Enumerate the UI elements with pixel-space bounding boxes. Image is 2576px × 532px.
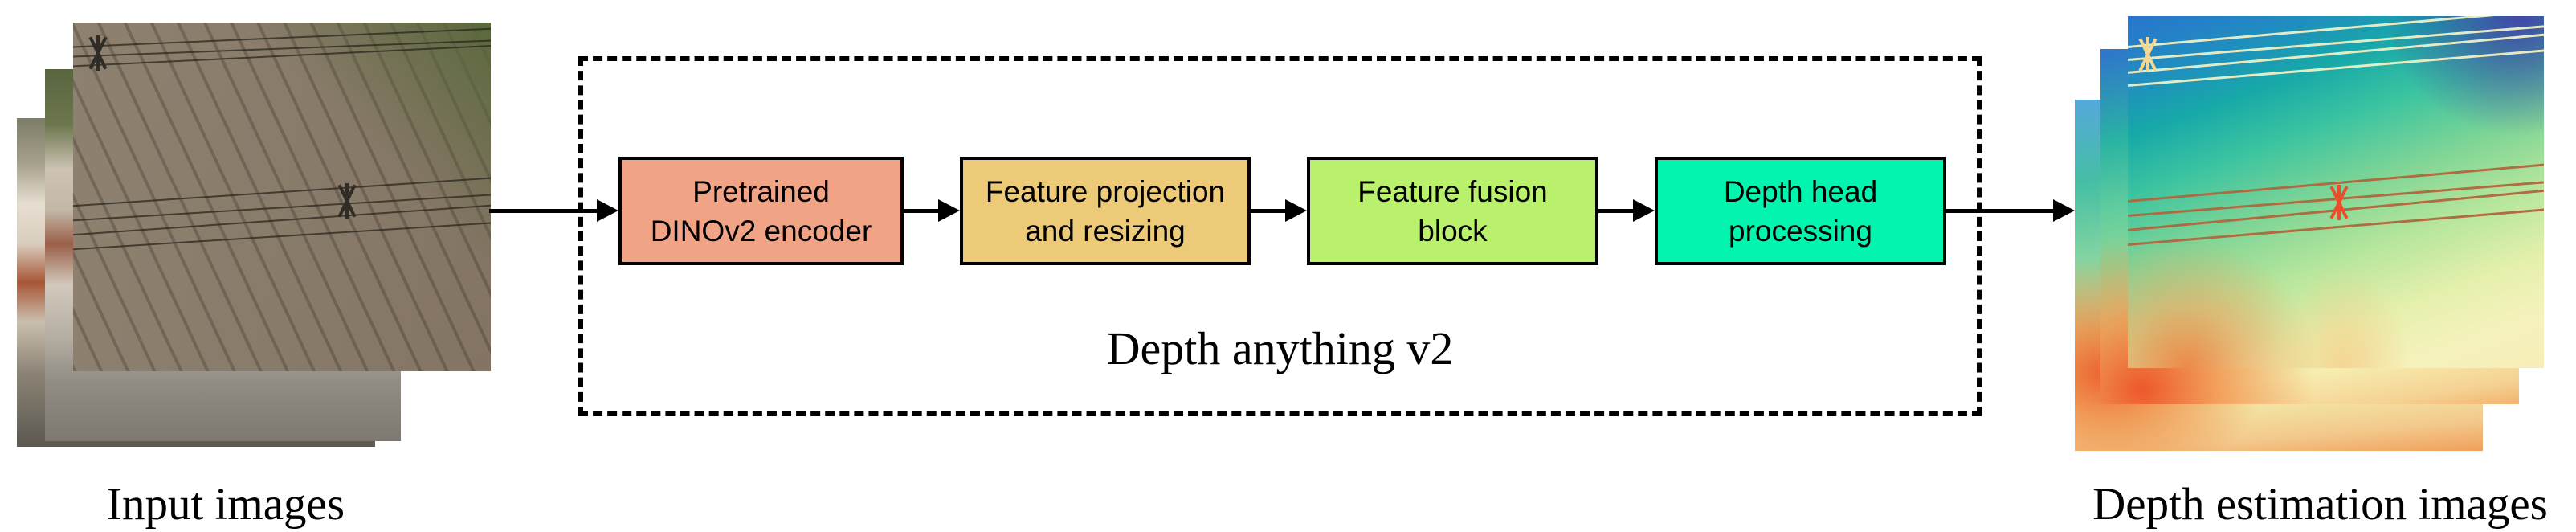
power-line <box>73 27 491 48</box>
pylon-icon <box>2329 185 2349 220</box>
depth-map-front <box>2128 16 2544 368</box>
block-pretrained-dinov2-encoder: Pretrained DINOv2 encoder <box>618 157 904 265</box>
block-label-line: processing <box>1729 214 1872 248</box>
power-line <box>73 220 491 251</box>
model-name-label: Depth anything v2 <box>1106 322 1454 374</box>
pylon-icon <box>337 183 357 219</box>
power-line <box>73 175 491 207</box>
block-label-line: Feature projection <box>985 174 1226 208</box>
block-label-line: Pretrained <box>692 174 830 208</box>
block-feature-fusion: Feature fusion block <box>1307 157 1598 265</box>
arrow-fusion-to-depth-head <box>1598 199 1655 222</box>
power-line <box>73 192 491 222</box>
pylon-icon <box>2137 37 2158 72</box>
block-label-line: block <box>1418 214 1488 248</box>
arrow-depth-head-to-output <box>1946 199 2075 222</box>
block-label-line: Feature fusion <box>1357 174 1548 208</box>
depth-anything-v2-box <box>578 56 1982 416</box>
arrow-input-to-encoder <box>489 199 618 222</box>
depth-estimation-images-label: Depth estimation images <box>2092 479 2548 530</box>
input-images-label: Input images <box>106 479 345 530</box>
block-label-line: Depth head <box>1723 174 1878 208</box>
block-feature-projection-resizing: Feature projection and resizing <box>960 157 1251 265</box>
block-label-line: and resizing <box>1025 214 1186 248</box>
block-depth-head-processing: Depth head processing <box>1655 157 1946 265</box>
block-label-line: DINOv2 encoder <box>650 214 872 248</box>
input-photo-front <box>73 23 491 371</box>
arrow-projection-to-fusion <box>1251 199 1307 222</box>
pylon-icon <box>88 35 108 71</box>
arrow-encoder-to-projection <box>904 199 960 222</box>
